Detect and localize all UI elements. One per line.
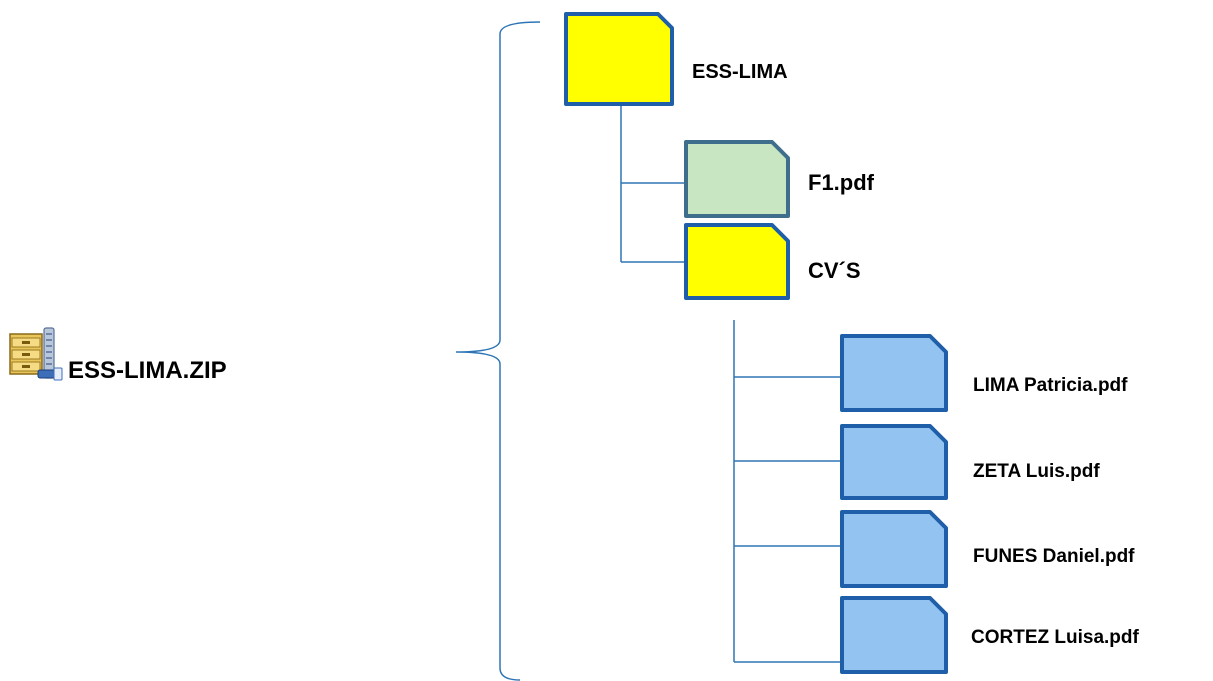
archive-label: ESS-LIMA.ZIP — [68, 357, 227, 384]
cortez-luisa-pdf-icon[interactable] — [840, 596, 948, 674]
cvs-folder-label: CV´S — [808, 258, 861, 283]
funes-daniel-pdf-icon[interactable] — [840, 510, 948, 588]
cvs-folder-icon[interactable] — [684, 223, 790, 300]
f1-file-label: F1.pdf — [808, 170, 874, 195]
root-folder-icon[interactable] — [564, 12, 674, 106]
file-label-funes-daniel: FUNES Daniel.pdf — [973, 546, 1135, 567]
lima-patricia-pdf-icon[interactable] — [840, 334, 948, 412]
tree-connectors — [620, 100, 840, 663]
file-label-lima-patricia: LIMA Patricia.pdf — [973, 375, 1128, 396]
grouping-brace — [455, 21, 541, 681]
root-folder-label: ESS-LIMA — [692, 61, 788, 83]
zeta-luis-pdf-icon[interactable] — [840, 424, 948, 500]
winzip-archive-icon[interactable] — [8, 326, 64, 382]
file-label-cortez-luisa: CORTEZ Luisa.pdf — [971, 627, 1139, 648]
file-label-zeta-luis: ZETA Luis.pdf — [973, 461, 1100, 482]
f1-pdf-file-icon[interactable] — [684, 140, 790, 218]
